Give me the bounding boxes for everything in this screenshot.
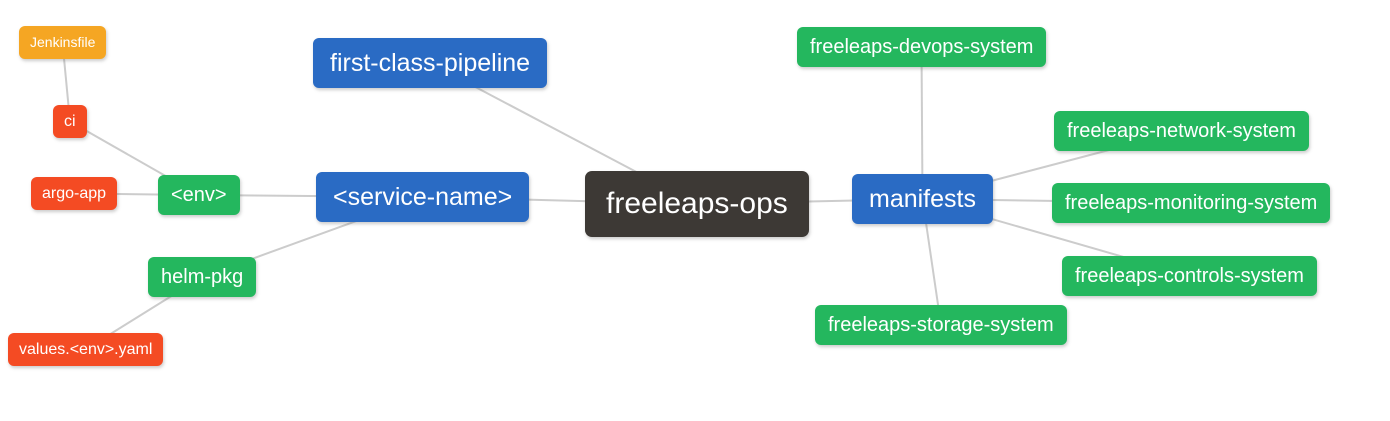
node-env[interactable]: <env>: [158, 175, 240, 215]
node-manifests[interactable]: manifests: [852, 174, 993, 224]
node-ci[interactable]: ci: [53, 105, 87, 139]
node-freeleaps-ops-root[interactable]: freeleaps-ops: [585, 171, 809, 237]
node-first-class-pipeline[interactable]: first-class-pipeline: [313, 38, 548, 88]
node-values-env-yaml[interactable]: values.<env>.yaml: [8, 333, 164, 367]
node-freeleaps-devops-system[interactable]: freeleaps-devops-system: [797, 27, 1047, 67]
node-freeleaps-storage-system[interactable]: freeleaps-storage-system: [815, 305, 1067, 345]
node-freeleaps-controls-system[interactable]: freeleaps-controls-system: [1062, 256, 1317, 296]
node-freeleaps-network-system[interactable]: freeleaps-network-system: [1054, 111, 1309, 151]
node-freeleaps-monitoring-system[interactable]: freeleaps-monitoring-system: [1052, 183, 1331, 223]
edge-line: [920, 46, 924, 200]
node-argo-app[interactable]: argo-app: [31, 177, 118, 211]
node-helm-pkg[interactable]: helm-pkg: [148, 257, 257, 297]
node-service-name[interactable]: <service-name>: [316, 172, 530, 222]
node-jenkinsfile[interactable]: Jenkinsfile: [19, 26, 107, 59]
